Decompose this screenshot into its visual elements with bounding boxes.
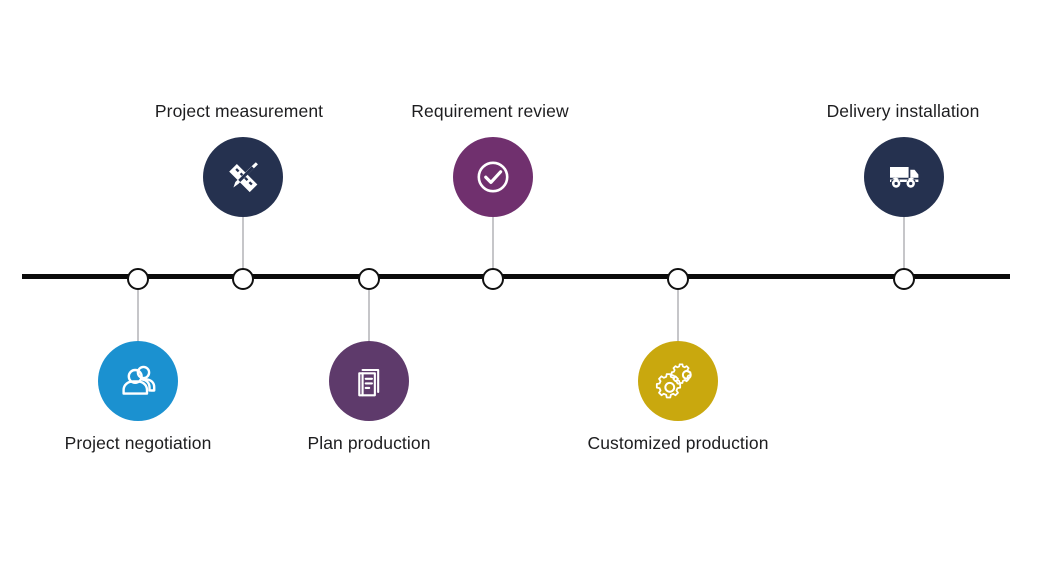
timeline-axis <box>22 274 1010 279</box>
timeline-node-project-measurement[interactable] <box>232 268 254 290</box>
timeline-node-delivery-installation[interactable] <box>893 268 915 290</box>
step-label-customized-production: Customized production <box>587 433 769 453</box>
timeline-node-requirement-review[interactable] <box>482 268 504 290</box>
connector-stem-customized-production <box>677 290 679 342</box>
connector-stem-plan-production <box>368 290 370 342</box>
timeline-node-project-negotiation[interactable] <box>127 268 149 290</box>
step-icon-requirement-review[interactable] <box>453 137 533 217</box>
step-label-delivery-installation: Delivery installation <box>826 101 980 121</box>
step-icon-project-measurement[interactable] <box>203 137 283 217</box>
step-label-project-measurement: Project measurement <box>154 101 324 121</box>
check-circle-icon <box>469 153 517 201</box>
connector-stem-delivery-installation <box>903 217 905 269</box>
connector-stem-requirement-review <box>492 217 494 269</box>
delivery-truck-icon <box>881 154 927 200</box>
timeline-node-customized-production[interactable] <box>667 268 689 290</box>
step-icon-project-negotiation[interactable] <box>98 341 178 421</box>
gears-icon <box>655 358 701 404</box>
ruler-pencil-icon <box>220 154 266 200</box>
step-icon-delivery-installation[interactable] <box>864 137 944 217</box>
connector-stem-project-negotiation <box>137 290 139 342</box>
step-icon-customized-production[interactable] <box>638 341 718 421</box>
step-label-requirement-review: Requirement review <box>411 101 569 121</box>
step-label-plan-production: Plan production <box>307 433 431 453</box>
users-group-icon <box>114 357 162 405</box>
documents-icon <box>347 359 391 403</box>
timeline-node-plan-production[interactable] <box>358 268 380 290</box>
step-label-project-negotiation: Project negotiation <box>64 433 212 453</box>
step-icon-plan-production[interactable] <box>329 341 409 421</box>
connector-stem-project-measurement <box>242 217 244 269</box>
